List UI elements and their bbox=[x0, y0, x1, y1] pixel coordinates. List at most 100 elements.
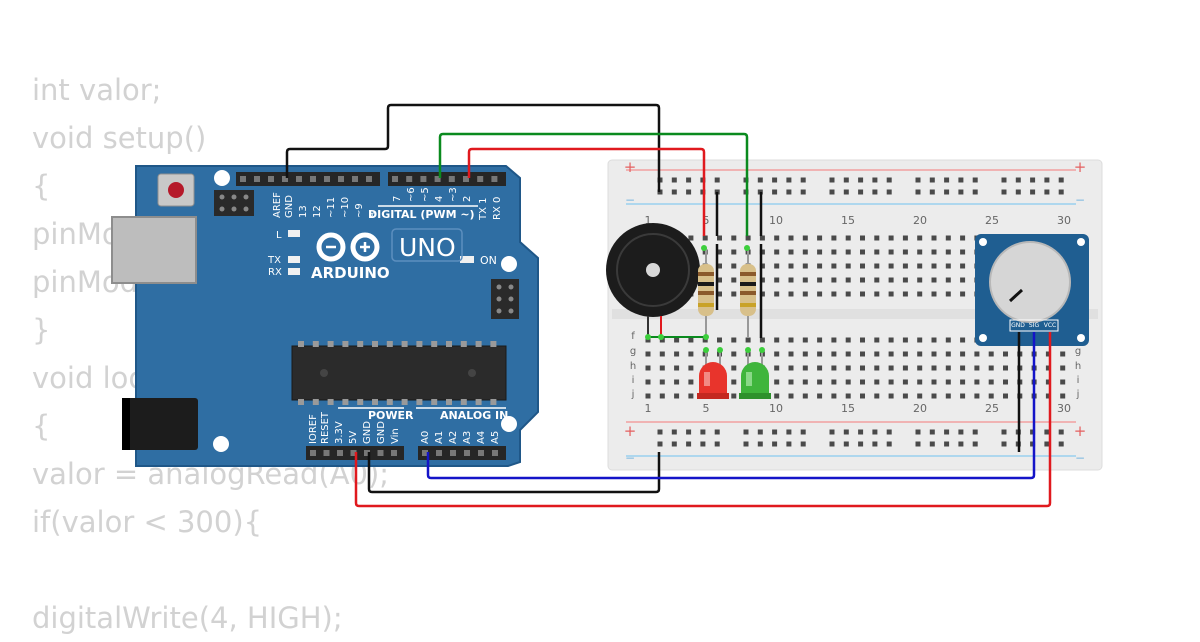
rx-led-label: RX bbox=[268, 267, 282, 278]
green-led-rim bbox=[739, 393, 771, 399]
terminal-hole bbox=[817, 291, 823, 297]
terminal-hole bbox=[659, 351, 665, 357]
rail-hole bbox=[843, 177, 849, 183]
terminal-hole bbox=[759, 263, 765, 269]
terminal-hole bbox=[802, 351, 808, 357]
icsp-header-right bbox=[491, 279, 519, 319]
terminal-hole bbox=[988, 393, 994, 399]
terminal-hole bbox=[788, 277, 794, 283]
terminal-hole bbox=[874, 379, 880, 385]
terminal-hole bbox=[845, 393, 851, 399]
resistor-1-band-2 bbox=[698, 282, 714, 286]
terminal-hole bbox=[788, 263, 794, 269]
wires bbox=[285, 103, 1052, 508]
header-pin bbox=[268, 176, 274, 182]
rail-hole bbox=[1001, 189, 1007, 195]
terminal-hole bbox=[817, 351, 823, 357]
terminal-hole bbox=[788, 393, 794, 399]
chip-pin-top bbox=[357, 341, 364, 347]
header-pin bbox=[420, 176, 427, 182]
terminal-hole bbox=[759, 277, 765, 283]
terminal-hole bbox=[860, 337, 865, 343]
chip-pin-bottom bbox=[327, 399, 334, 405]
rail-hole bbox=[686, 189, 692, 195]
terminal-hole bbox=[645, 365, 651, 371]
terminal-hole bbox=[917, 277, 923, 283]
terminal-hole bbox=[774, 337, 780, 343]
terminal-hole bbox=[774, 365, 780, 371]
terminal-hole bbox=[931, 379, 937, 385]
terminal-hole bbox=[860, 351, 865, 357]
rail-hole bbox=[1044, 441, 1050, 447]
terminal-hole bbox=[802, 291, 808, 297]
terminal-hole bbox=[731, 235, 737, 241]
wire-gnd-to-rail bbox=[285, 103, 661, 192]
pot-pin-frame bbox=[1009, 319, 1059, 332]
chip-pin-bottom bbox=[386, 399, 393, 405]
terminal-hole bbox=[988, 379, 994, 385]
red-led bbox=[697, 350, 729, 399]
terminal-hole bbox=[960, 291, 966, 297]
terminal-hole bbox=[845, 337, 851, 343]
terminal-hole bbox=[745, 235, 751, 241]
rail-hole bbox=[1058, 189, 1064, 195]
arduino-uno-board: AREF GND 13 12 ~11 ~10 ~9 8 7 ~6 ~5 4 ~3… bbox=[111, 165, 539, 467]
pin-label-ioref: IOREF bbox=[308, 414, 319, 444]
terminal-hole bbox=[1003, 379, 1008, 385]
terminal-hole bbox=[931, 291, 937, 297]
chip-pin-top bbox=[475, 341, 482, 347]
bottom-header-pin-holes bbox=[310, 450, 498, 456]
row-letter-j: j bbox=[631, 389, 635, 400]
rail-hole bbox=[786, 441, 792, 447]
reset-button-cap[interactable] bbox=[168, 182, 184, 198]
terminal-hole bbox=[917, 337, 923, 343]
chip-pin-bottom bbox=[298, 399, 304, 405]
header-pin bbox=[477, 176, 484, 182]
pin-label-a0: A0 bbox=[420, 431, 431, 444]
rail-hole bbox=[858, 441, 864, 447]
rail-hole bbox=[944, 441, 950, 447]
rail-hole bbox=[1058, 177, 1064, 183]
header-digital-right bbox=[388, 172, 506, 186]
resistor-1-body bbox=[698, 264, 714, 316]
rail-hole bbox=[700, 429, 706, 435]
on-led bbox=[460, 256, 474, 263]
row-letter-h: h bbox=[630, 361, 636, 372]
code-line: if(valor < 300){ bbox=[32, 505, 263, 539]
pin-label-5: ~5 bbox=[420, 187, 431, 202]
chip-pins bbox=[298, 341, 497, 405]
wire-5v-to-vcc bbox=[354, 332, 1052, 508]
rail-hole bbox=[800, 441, 806, 447]
minus-mark-top-left: − bbox=[625, 193, 635, 207]
header-pin bbox=[337, 450, 343, 456]
terminal-hole bbox=[917, 393, 923, 399]
terminal-hole bbox=[960, 277, 966, 283]
code-line: void setup() bbox=[32, 121, 207, 155]
terminal-hole bbox=[731, 379, 737, 385]
terminal-hole bbox=[845, 249, 851, 255]
pin-label-reset: RESET bbox=[320, 411, 331, 444]
mounting-hole-right bbox=[501, 256, 517, 272]
terminal-hole bbox=[688, 351, 694, 357]
terminal-hole bbox=[717, 263, 722, 269]
rail-hole bbox=[929, 189, 935, 195]
row-letter-f: f bbox=[631, 331, 635, 342]
plus-mark-top-left: + bbox=[624, 158, 637, 176]
row-letter-right-g: g bbox=[1075, 346, 1081, 357]
piezo-buzzer bbox=[606, 223, 700, 337]
terminal-hole bbox=[774, 351, 780, 357]
terminal-hole bbox=[960, 365, 966, 371]
terminal-hole bbox=[902, 379, 908, 385]
terminal-hole bbox=[674, 337, 680, 343]
rail-hole bbox=[972, 441, 978, 447]
terminal-hole bbox=[902, 337, 908, 343]
terminal-hole bbox=[1060, 365, 1066, 371]
terminal-hole bbox=[831, 291, 837, 297]
rail-hole bbox=[872, 429, 878, 435]
rail-hole bbox=[843, 429, 849, 435]
pot-knob[interactable] bbox=[989, 241, 1071, 323]
terminal-hole bbox=[831, 351, 837, 357]
terminal-hole bbox=[874, 249, 880, 255]
terminal-hole bbox=[888, 365, 894, 371]
terminal-hole bbox=[888, 277, 894, 283]
